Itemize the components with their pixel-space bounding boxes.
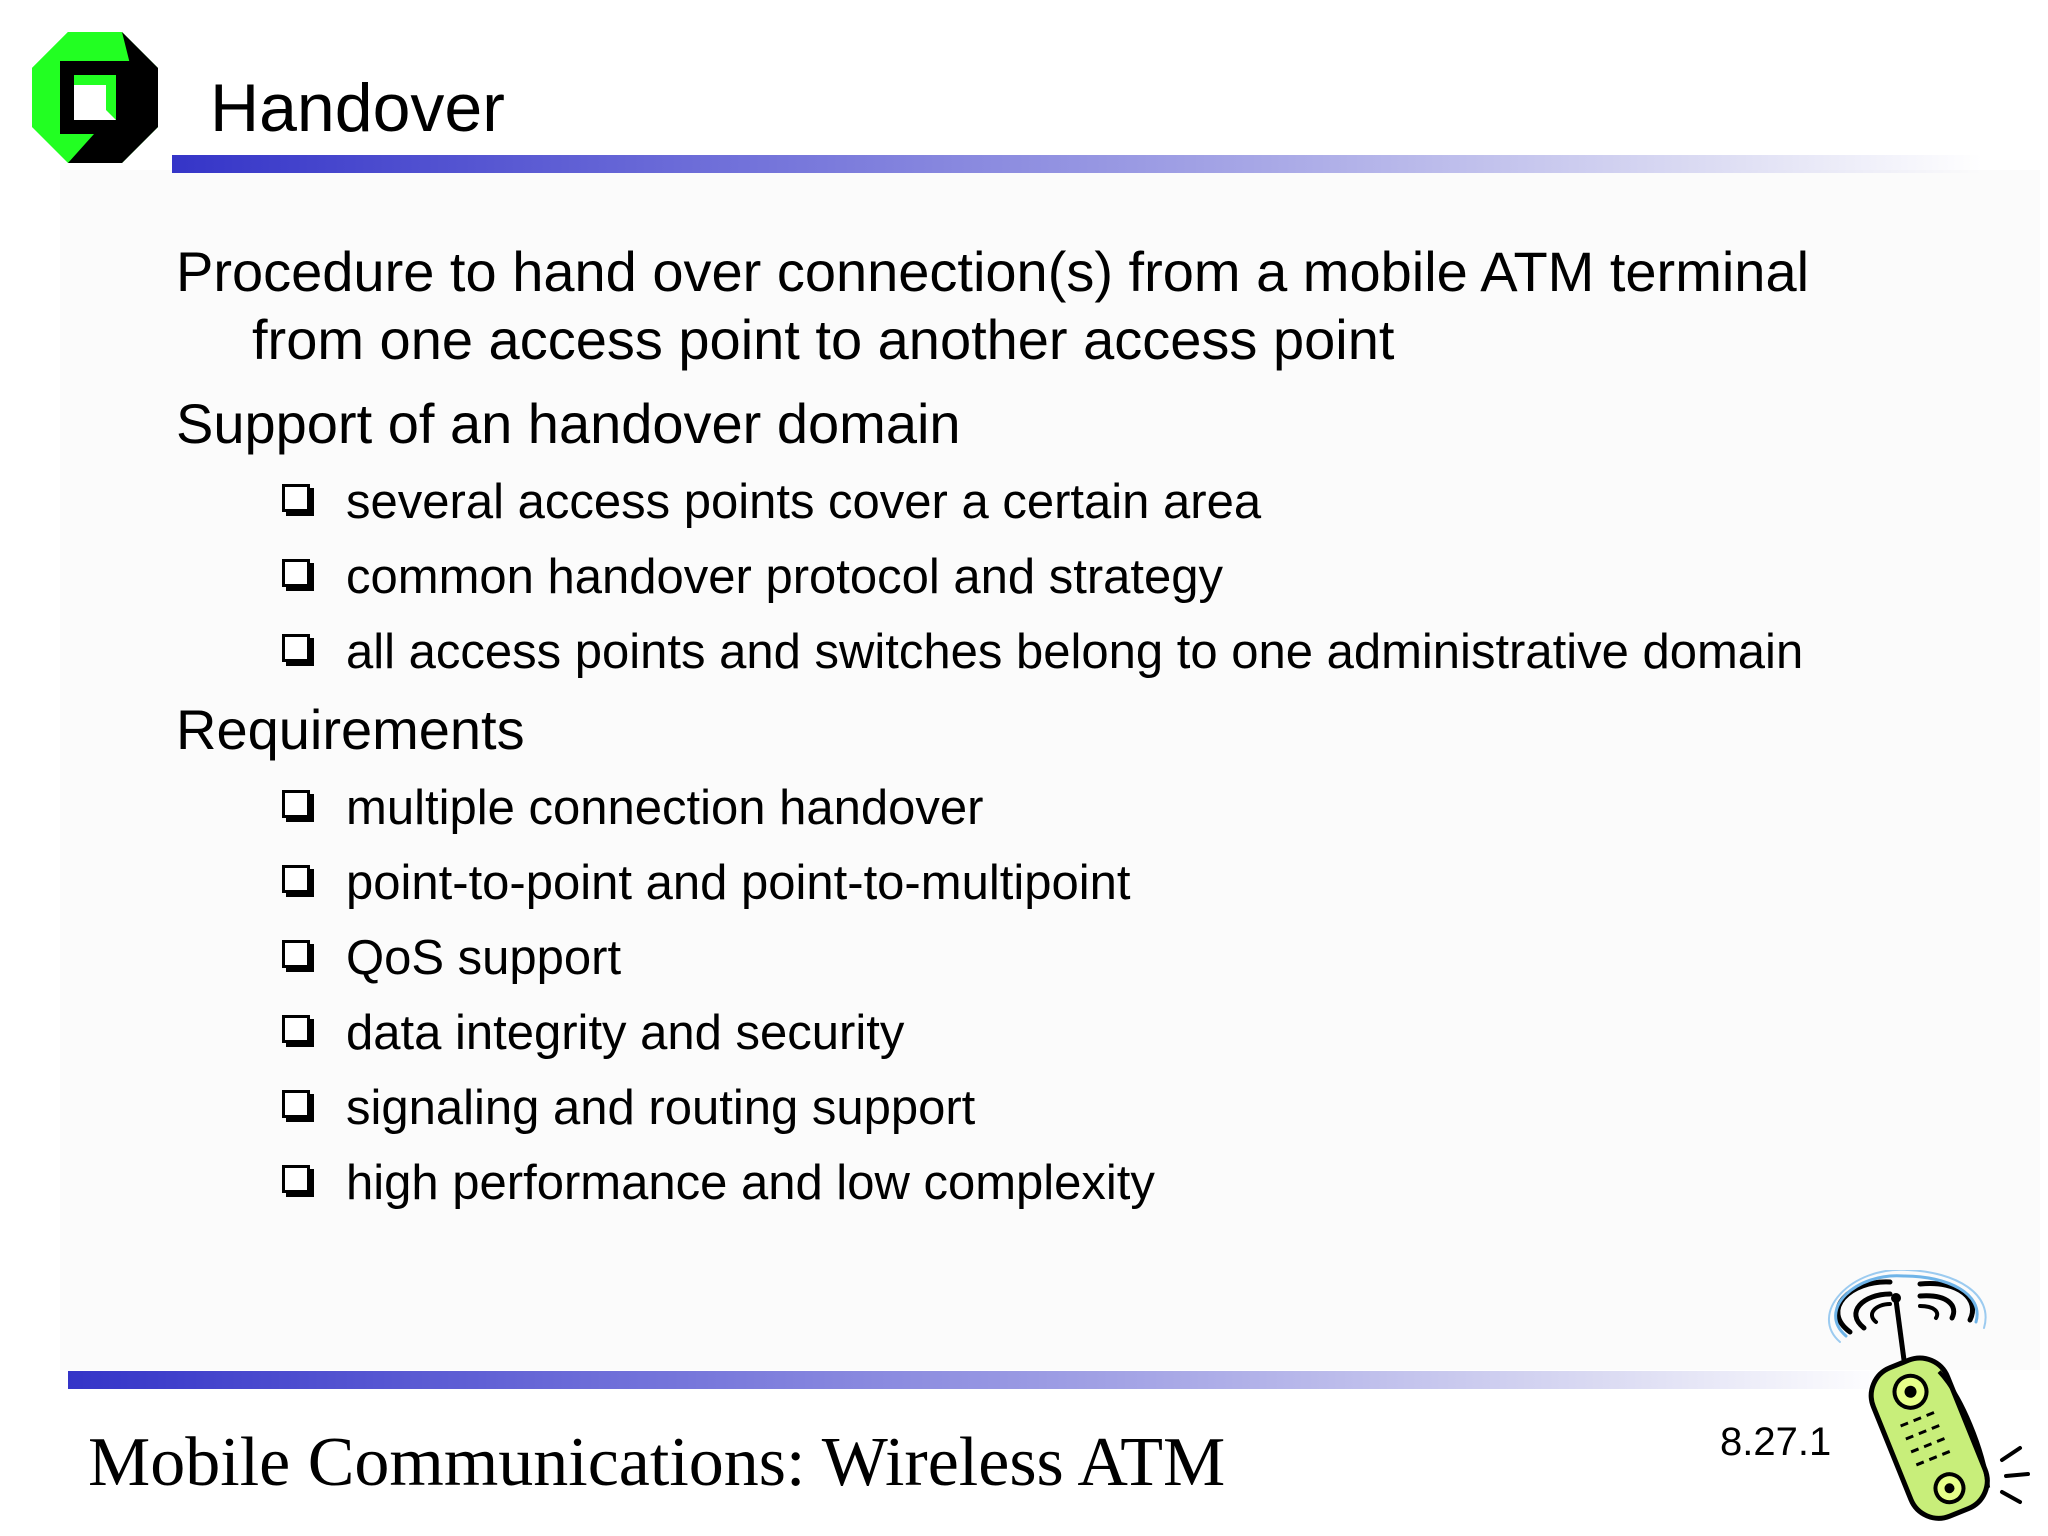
list-item: QoS support — [282, 928, 621, 988]
footer-divider-bar — [68, 1371, 1888, 1389]
list-item: several access points cover a certain ar… — [282, 472, 1261, 532]
checkbox-bullet-icon — [282, 865, 310, 893]
page-number: 8.27.1 — [1720, 1420, 1832, 1464]
list-item: multiple connection handover — [282, 778, 983, 838]
checkbox-bullet-icon — [282, 1165, 310, 1193]
list-item: all access points and switches belong to… — [282, 622, 1803, 682]
mobile-phone-icon — [1827, 1270, 2030, 1521]
footer-title: Mobile Communications: Wireless ATM — [88, 1424, 1226, 1501]
list-item: data integrity and security — [282, 1003, 904, 1063]
list-item: high performance and low complexity — [282, 1153, 1155, 1213]
list-item: signaling and routing support — [282, 1078, 975, 1138]
university-logo-icon — [32, 32, 158, 163]
intro-line-2: from one access point to another access … — [252, 308, 1395, 371]
checkbox-bullet-icon — [282, 634, 310, 662]
checkbox-bullet-icon — [282, 559, 310, 587]
checkbox-bullet-icon — [282, 1090, 310, 1118]
list-item: common handover protocol and strategy — [282, 547, 1223, 607]
section-heading-requirements: Requirements — [176, 698, 525, 761]
checkbox-bullet-icon — [282, 790, 310, 818]
checkbox-bullet-icon — [282, 1015, 310, 1043]
checkbox-bullet-icon — [282, 940, 310, 968]
title-underline-bar — [172, 155, 1982, 173]
intro-line-1: Procedure to hand over connection(s) fro… — [176, 240, 1810, 303]
section-heading-handover-domain: Support of an handover domain — [176, 392, 961, 455]
slide-title: Handover — [210, 70, 505, 146]
content-background — [60, 170, 2040, 1370]
checkbox-bullet-icon — [282, 484, 310, 512]
list-item: point-to-point and point-to-multipoint — [282, 853, 1130, 913]
